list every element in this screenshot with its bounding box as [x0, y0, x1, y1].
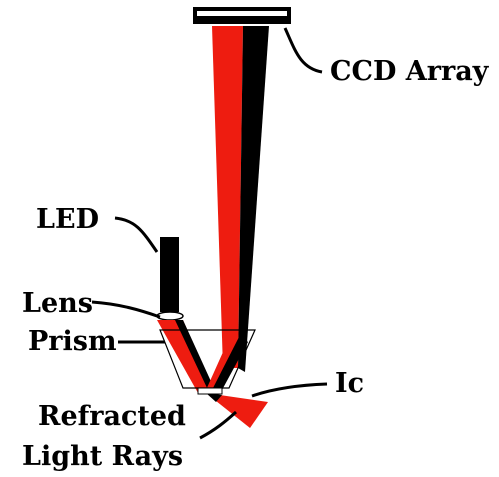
refracted-leader-line — [199, 410, 238, 440]
refracted-label-line1: Refracted — [38, 401, 186, 432]
refracted-label-line2: Light Rays — [22, 441, 183, 472]
black-ray-to-ccd — [238, 26, 269, 372]
ic-leader-line — [251, 382, 328, 398]
reflected-red-ray — [206, 332, 240, 390]
reflected-black-ray — [212, 335, 248, 390]
lens-label: Lens — [22, 288, 93, 319]
ic-label: Ic — [335, 368, 364, 399]
prism-outline — [159, 329, 256, 389]
ccd-array-bar-inner — [197, 11, 287, 16]
incident-red-ray — [157, 320, 212, 393]
ic-point-marker — [197, 387, 223, 395]
refracted-wedge — [206, 393, 268, 428]
lens-leader-line — [91, 300, 161, 319]
incident-black-ray — [175, 320, 214, 390]
lens-shape — [156, 311, 184, 321]
red-ray-to-ccd — [212, 26, 243, 368]
led-label: LED — [36, 204, 99, 235]
led-leader-line — [114, 216, 159, 253]
ccd-leader-line — [283, 27, 323, 74]
refracted-dark-tip — [206, 393, 222, 402]
prism-label: Prism — [28, 326, 117, 357]
ccd-array-label: CCD Array — [330, 56, 490, 87]
led-body — [160, 237, 179, 312]
